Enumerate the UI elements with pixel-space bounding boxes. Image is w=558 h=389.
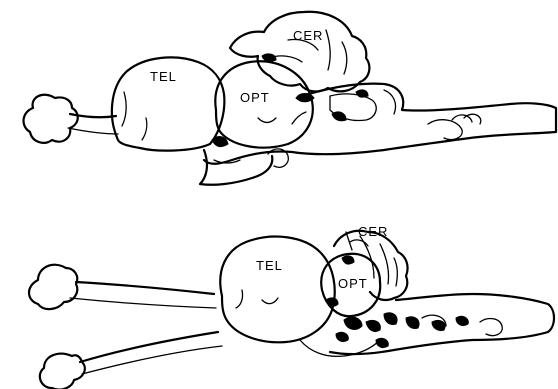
upper-label-tel: TEL [150, 69, 177, 84]
lower-olfactory-bulb-lower [40, 354, 85, 389]
lower-brain-drawing [29, 231, 554, 389]
lower-label-cer: CER [358, 224, 388, 239]
upper-brain-drawing [24, 12, 556, 185]
upper-olfactory-bulb [24, 95, 78, 143]
upper-label-cer: CER [293, 28, 323, 43]
lower-olfactory-bulb-upper [29, 265, 77, 309]
lower-label-tel: TEL [256, 258, 283, 273]
lower-telencephalon [220, 237, 334, 343]
lower-olfactory-tract-upper [76, 282, 214, 294]
upper-hypothalamus [200, 150, 272, 185]
upper-cerebellum [230, 12, 369, 92]
lower-label-opt: OPT [338, 276, 368, 291]
upper-label-opt: OPT [240, 90, 270, 105]
